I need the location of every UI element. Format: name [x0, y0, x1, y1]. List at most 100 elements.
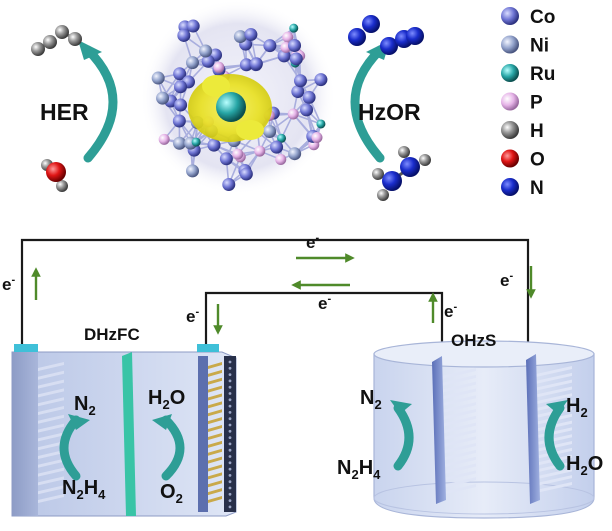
backplate-dot — [228, 360, 232, 364]
lattice-atom — [219, 152, 233, 166]
legend-label: N — [530, 178, 544, 199]
electrode-fin — [38, 441, 64, 451]
electrode-fin — [38, 388, 64, 398]
lattice-atom — [263, 124, 277, 138]
electrode-fin — [208, 409, 222, 417]
lattice-atom — [311, 132, 323, 144]
h2o-molecule — [41, 159, 68, 192]
electrode-fin — [208, 432, 222, 440]
legend-entry-p: P — [501, 92, 543, 114]
anode-arrow-head — [68, 414, 90, 430]
electrode-fin — [442, 422, 476, 434]
legend-label: Ru — [530, 64, 555, 85]
electrode-fin — [208, 480, 222, 488]
electrode-fin — [442, 374, 476, 386]
backplate-dot — [228, 411, 232, 414]
electron-label-inner-left: e- — [186, 306, 199, 326]
backplate-dot — [228, 417, 232, 421]
electrode-fin — [208, 496, 222, 503]
ohzs-cathode-product-h2: H2 — [566, 395, 588, 420]
electrode-fin — [442, 395, 476, 407]
lattice-atom — [293, 74, 307, 88]
electrode-fin — [208, 385, 222, 393]
backplate-dot — [228, 366, 232, 370]
lattice-atom — [213, 61, 225, 73]
electrode-fin — [536, 482, 572, 493]
her-label: HER — [40, 99, 89, 125]
electrode-fin — [442, 402, 476, 414]
ohzs-cathode-plate — [526, 354, 540, 504]
hzor-label: HzOR — [358, 99, 421, 125]
her-arrow-head — [78, 40, 102, 60]
ohzs-anode-reactant-n2h4: N2H4 — [337, 457, 381, 482]
lattice-atom — [287, 108, 299, 120]
backplate-dot — [228, 505, 232, 509]
electrode-fin — [208, 472, 222, 480]
electrode-fin — [442, 408, 476, 420]
electrode-fin — [536, 475, 572, 487]
lattice-atom — [199, 44, 213, 58]
backplate-dot — [228, 442, 232, 446]
ohzs-anode-fins — [442, 368, 476, 495]
electrode-fin — [38, 414, 64, 424]
electrode-fin — [442, 415, 476, 427]
lattice-atom — [158, 133, 170, 145]
lattice-atom — [314, 73, 328, 87]
electrode-fin — [442, 368, 476, 379]
electrode-fin — [442, 463, 476, 475]
lattice-atom — [232, 148, 244, 160]
anode-reactant-n2h4: N2H4 — [62, 477, 106, 502]
cathode-backplate — [224, 356, 236, 512]
lattice-atom — [288, 39, 302, 53]
electrode-fin — [208, 488, 222, 496]
lattice-atom — [263, 39, 277, 53]
electrode-fin — [208, 369, 222, 377]
electrode-fin — [38, 406, 64, 415]
electrode-fin — [442, 449, 476, 461]
electrode-fin — [38, 467, 64, 477]
electrode-fin — [38, 379, 64, 389]
lattice-atom — [282, 31, 294, 43]
cathode-arrow-head — [152, 414, 172, 430]
electrode-fin — [536, 393, 572, 405]
backplate-dot — [228, 379, 232, 383]
lattice-atom — [173, 136, 187, 150]
lattice-atom — [173, 80, 187, 94]
lattice-atom — [233, 30, 247, 44]
ohzs-cathode-reaction-arrow — [544, 403, 565, 471]
legend-label: Co — [530, 7, 555, 28]
lattice-atom — [207, 138, 221, 152]
lattice-atom — [275, 153, 287, 165]
backplate-dot — [228, 436, 232, 439]
lattice-atom — [316, 119, 326, 129]
lattice-atom — [201, 54, 215, 68]
electrode-fin — [536, 386, 572, 398]
membrane — [122, 352, 136, 516]
lattice-atom — [289, 52, 303, 66]
lattice-atom — [186, 164, 200, 178]
cathode-product-h2o: H2O — [148, 387, 185, 412]
legend-entry-h: H — [501, 121, 544, 142]
n2h4-molecule — [372, 146, 431, 201]
ru-center-atom — [216, 92, 246, 122]
backplate-dot — [228, 373, 232, 376]
ohzs-anode-plate — [432, 356, 446, 504]
electrode-fin — [442, 477, 476, 489]
backplate-dot — [228, 398, 232, 402]
electrode-fin — [208, 393, 222, 401]
electron-label-right: e- — [500, 270, 513, 290]
lattice-atom — [173, 67, 187, 81]
legend-swatch — [501, 178, 519, 196]
legend-label: Ni — [530, 36, 549, 57]
legend-swatch — [501, 92, 519, 111]
ohzs-anode-reaction-arrow — [393, 403, 414, 471]
cathode-electrode — [198, 356, 208, 512]
lattice-atom — [244, 28, 258, 42]
electrode-fin — [536, 366, 572, 377]
lattice-atom — [185, 56, 199, 70]
her-arc-arrow — [83, 45, 118, 163]
cathode-terminal — [197, 344, 219, 352]
